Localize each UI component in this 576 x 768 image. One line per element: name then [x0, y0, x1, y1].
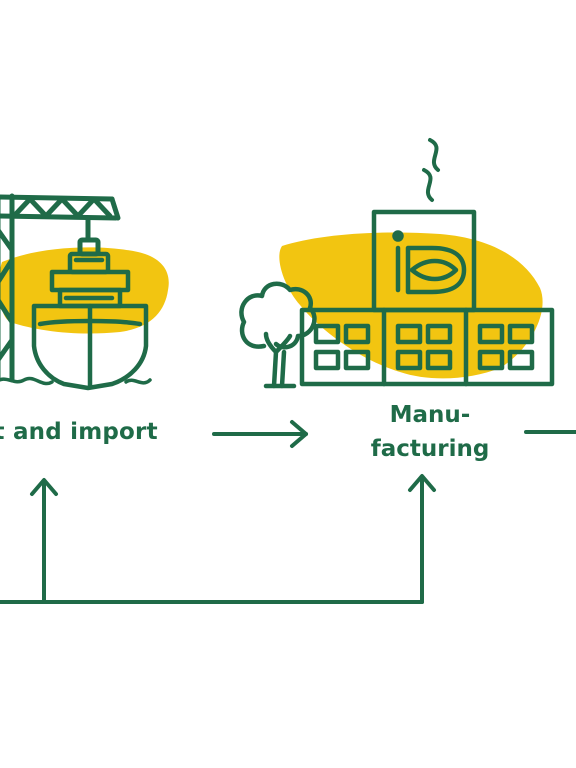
factory-icon [299, 138, 555, 387]
stage-label-manufacturing-line1: Manu- [389, 402, 471, 428]
tree-icon [239, 281, 317, 389]
stage-label-manufacturing: Manu- facturing [350, 398, 510, 466]
stage-label-transport: rt and import [0, 419, 158, 445]
arrow-transport-to-manufacturing [212, 420, 308, 448]
crane-icon [0, 193, 121, 383]
stage-label-manufacturing-line2: facturing [370, 436, 490, 462]
feedback-connector [0, 474, 436, 604]
company-logo-icon [392, 230, 467, 295]
ship-icon [0, 251, 152, 391]
